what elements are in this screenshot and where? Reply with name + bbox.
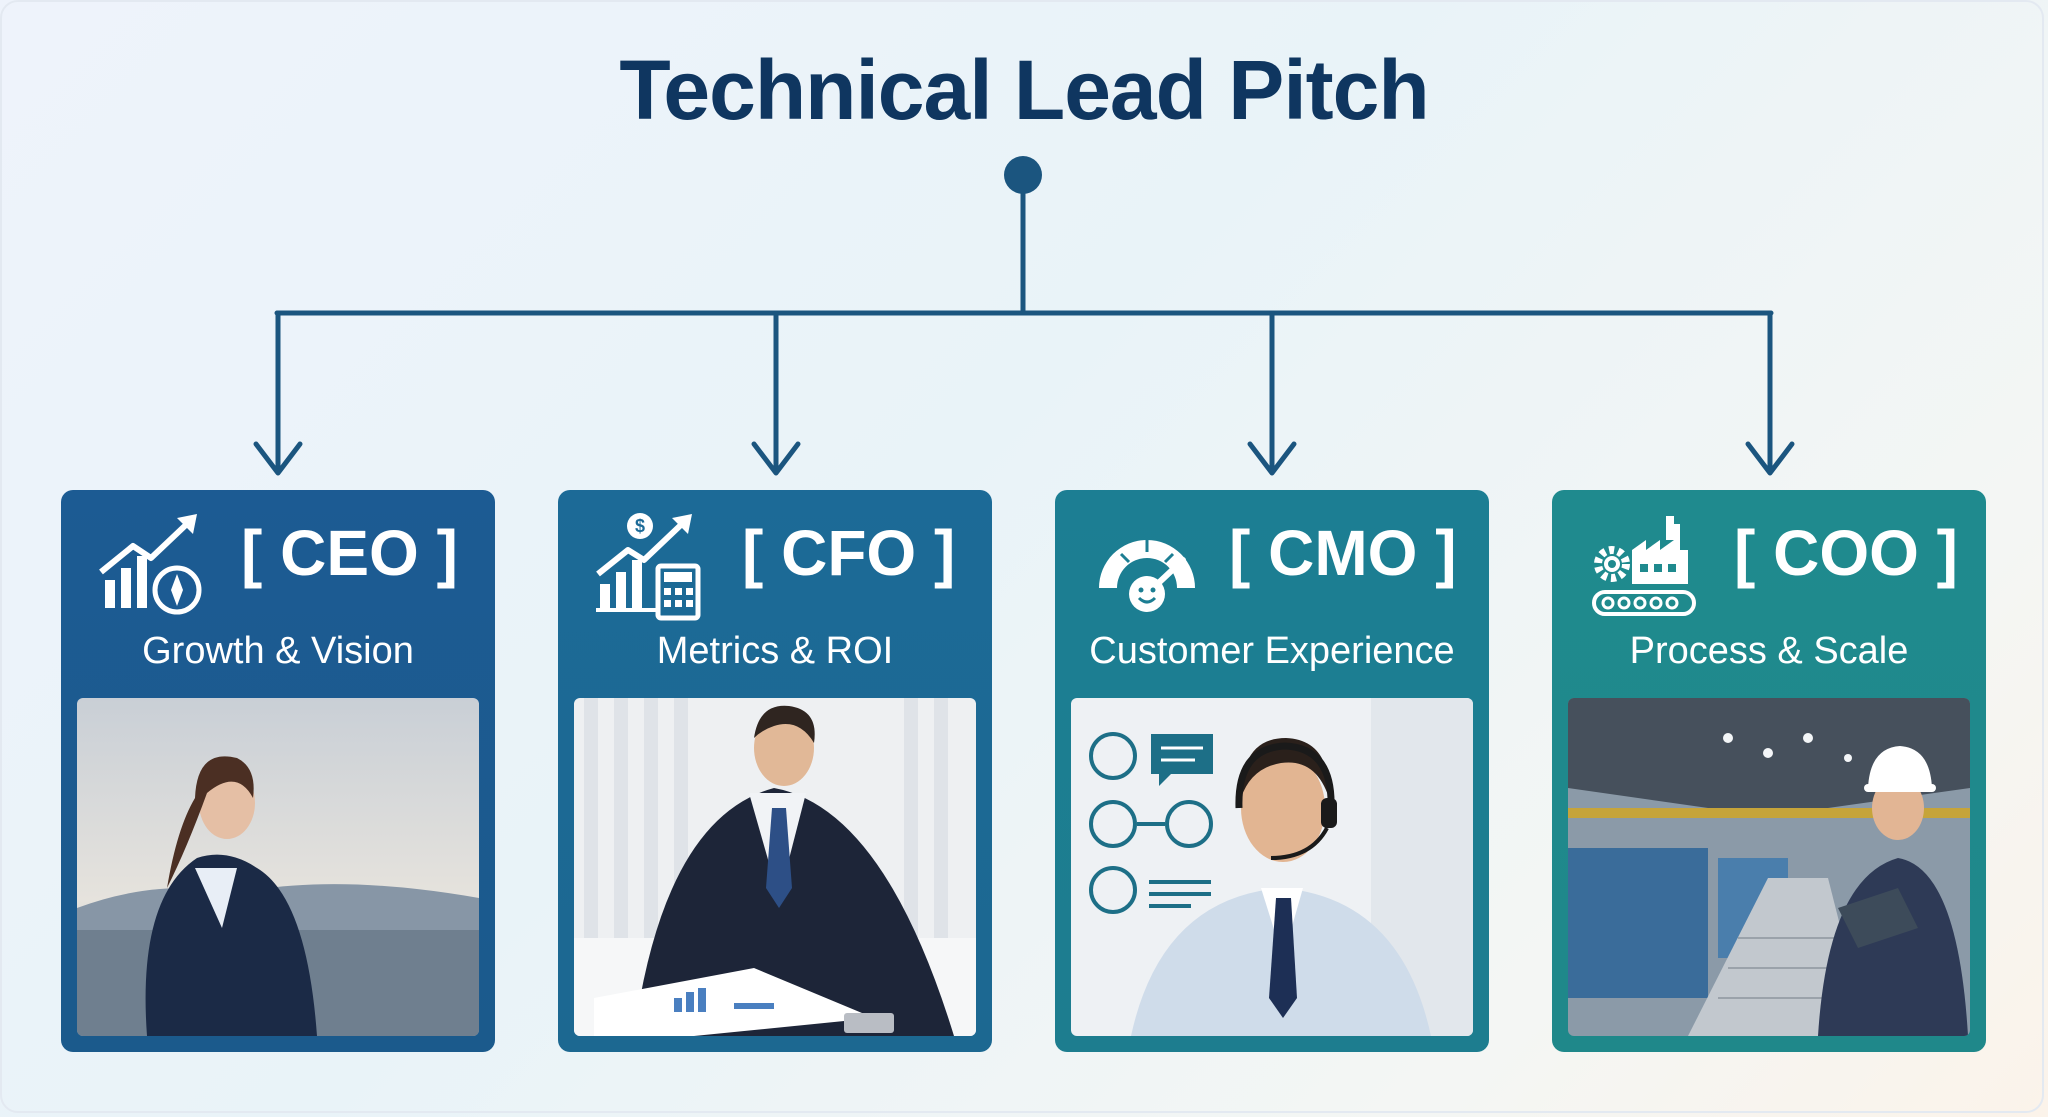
arrowhead-cfo (751, 441, 801, 476)
svg-text:$: $ (635, 516, 645, 536)
card-role-coo: [ COO ] (1734, 517, 1958, 589)
engineer-in-factory-photo (1568, 698, 1970, 1036)
card-ceo: [ CEO ] Growth & Vision (61, 490, 495, 1052)
businesswoman-looking-at-sea-photo (77, 698, 479, 1036)
root-node (1004, 156, 1042, 194)
customer-service-agent-headset-photo (1071, 698, 1473, 1036)
card-cmo: [ CMO ] Customer Experience (1055, 490, 1489, 1052)
card-coo: [ COO ] Process & Scale (1552, 490, 1986, 1052)
card-subtitle-cmo: Customer Experience (1089, 630, 1455, 672)
arrowhead-cmo (1247, 441, 1297, 476)
arrowhead-coo (1745, 441, 1795, 476)
card-role-cmo: [ CMO ] (1229, 517, 1457, 589)
card-subtitle-cfo: Metrics & ROI (656, 630, 894, 672)
businessman-reviewing-charts-photo (574, 698, 976, 1036)
factory-conveyor-gear-icon (1592, 516, 1696, 616)
card-subtitle-ceo: Growth & Vision (142, 630, 414, 672)
card-subtitle-coo: Process & Scale (1629, 630, 1909, 672)
card-role-cfo: [ CFO ] (742, 517, 956, 589)
arrowhead-ceo (253, 441, 303, 476)
diagram-title: Technical Lead Pitch (619, 43, 1429, 137)
chart-dollar-calculator-icon: $ (596, 513, 701, 621)
satisfaction-gauge-icon (1099, 540, 1195, 612)
card-cfo: $ [ CFO ] Metrics & ROI (558, 490, 992, 1052)
card-role-ceo: [ CEO ] (241, 517, 458, 589)
growth-chart-compass-icon (99, 514, 202, 615)
